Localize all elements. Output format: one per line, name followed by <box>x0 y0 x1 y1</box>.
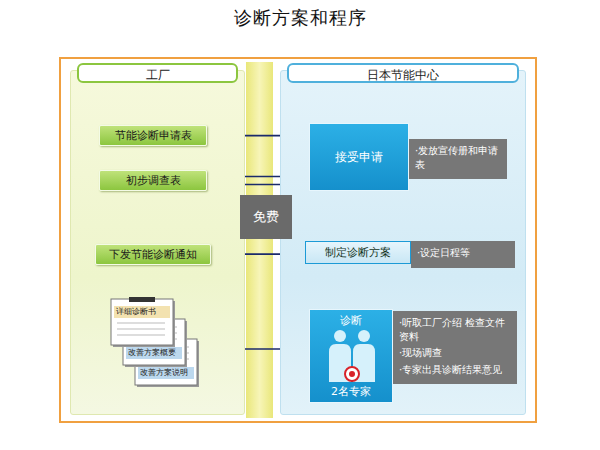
label-bar <box>114 306 170 318</box>
text-line <box>117 335 165 336</box>
clip <box>129 297 155 302</box>
factory-panel: 工厂节能诊断申请表初步调查表下发节能诊断通知详细诊断书改善方案概要改善方案说明 <box>70 70 245 415</box>
experts-illustration <box>310 328 394 384</box>
note-box: ·设定日程等 <box>411 241 515 268</box>
note-text: ·设定日程等 <box>417 246 511 260</box>
title: 诊断方案和程序 <box>0 6 600 30</box>
process-box: 初步调查表 <box>99 170 207 191</box>
document-title: 改善方案概要 <box>128 348 176 358</box>
box-label: 节能诊断申请表 <box>104 129 202 142</box>
label-bar <box>126 347 182 359</box>
box-label: 下发节能诊断通知 <box>100 248 206 261</box>
box-label: 初步调查表 <box>104 174 202 187</box>
free-box: 免费 <box>240 195 292 239</box>
box-caption: 2名专家 <box>310 384 392 399</box>
badge <box>345 367 359 381</box>
badge-dot <box>349 371 355 377</box>
process-box: 制定诊断方案 <box>305 241 411 264</box>
document-stack: 详细诊断书改善方案概要改善方案说明 <box>107 295 204 389</box>
yellow-band <box>246 62 273 418</box>
process-box: 下发节能诊断通知 <box>95 244 211 265</box>
diagnosis-box: 诊断 2名专家 <box>309 309 393 403</box>
document-title: 详细诊断书 <box>116 307 156 317</box>
note-box: ·发放宣传册和申请表 <box>409 139 507 179</box>
document-page <box>111 299 173 345</box>
box-label: 制定诊断方案 <box>309 246 407 259</box>
note-text: ·发放宣传册和申请表 <box>415 144 503 171</box>
label-bar <box>138 367 194 379</box>
note-box: ·听取工厂介绍 检查文件资料 ·现场调查 ·专家出具诊断结果意见 <box>393 311 517 384</box>
center-panel: 日本节能中心接受申请·发放宣传册和申请表制定诊断方案·设定日程等诊断2名专家·听… <box>280 70 526 415</box>
note-text: ·专家出具诊断结果意见 <box>399 363 513 377</box>
head <box>334 330 346 342</box>
document-title: 改善方案说明 <box>140 368 188 378</box>
box-label: 接受申请 <box>335 149 383 166</box>
note-text: ·现场调查 <box>399 346 513 360</box>
head <box>358 330 370 342</box>
box-title: 诊断 <box>310 313 392 328</box>
panel-header: 日本节能中心 <box>287 63 519 83</box>
process-box: 接受申请 <box>309 123 409 191</box>
panel-header: 工厂 <box>77 63 238 83</box>
note-text: ·听取工厂介绍 检查文件资料 <box>399 316 513 343</box>
text-line <box>117 323 165 324</box>
text-line <box>117 329 165 330</box>
process-box: 节能诊断申请表 <box>99 125 207 146</box>
outer-frame <box>60 58 536 422</box>
box-label: 免费 <box>253 208 279 226</box>
